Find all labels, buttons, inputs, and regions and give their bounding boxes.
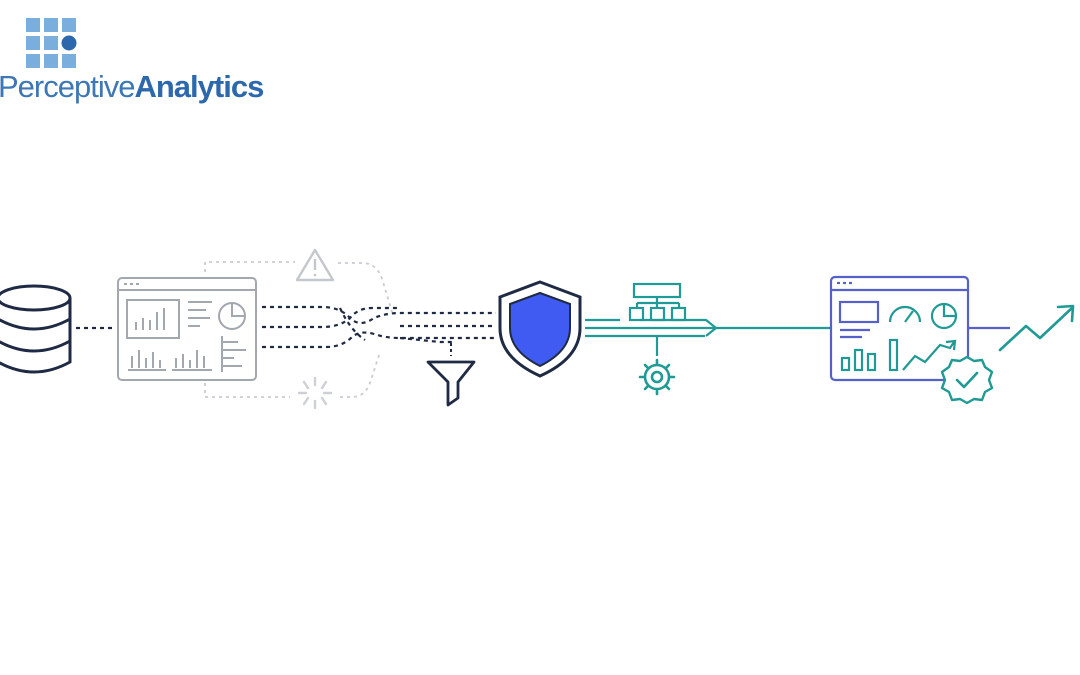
logo-text-light: Perceptive: [0, 69, 135, 104]
gear-icon: [638, 358, 676, 396]
raw-dashboard-icon: [117, 277, 257, 381]
check-badge-icon: [940, 355, 994, 405]
connector-dark-lines: [262, 305, 496, 349]
logo-text-bold: Analytics: [134, 69, 264, 104]
company-logo: PerceptiveAnalytics: [0, 14, 264, 114]
connector-gray-lower: [204, 351, 381, 398]
shield-icon: [498, 280, 582, 378]
loading-spinner-icon: [297, 376, 333, 410]
logo-grid-icon: [26, 18, 77, 68]
logo-wordmark: PerceptiveAnalytics: [0, 69, 264, 105]
teal-flow-lines: [585, 318, 830, 356]
warning-icon: [295, 248, 335, 282]
final-dashboard-charts: [840, 302, 958, 372]
database-icon: [0, 284, 72, 374]
hierarchy-icon: [628, 282, 687, 322]
connector-gray-upper: [204, 261, 393, 313]
trend-up-icon: [998, 304, 1075, 352]
funnel-icon: [426, 343, 476, 407]
